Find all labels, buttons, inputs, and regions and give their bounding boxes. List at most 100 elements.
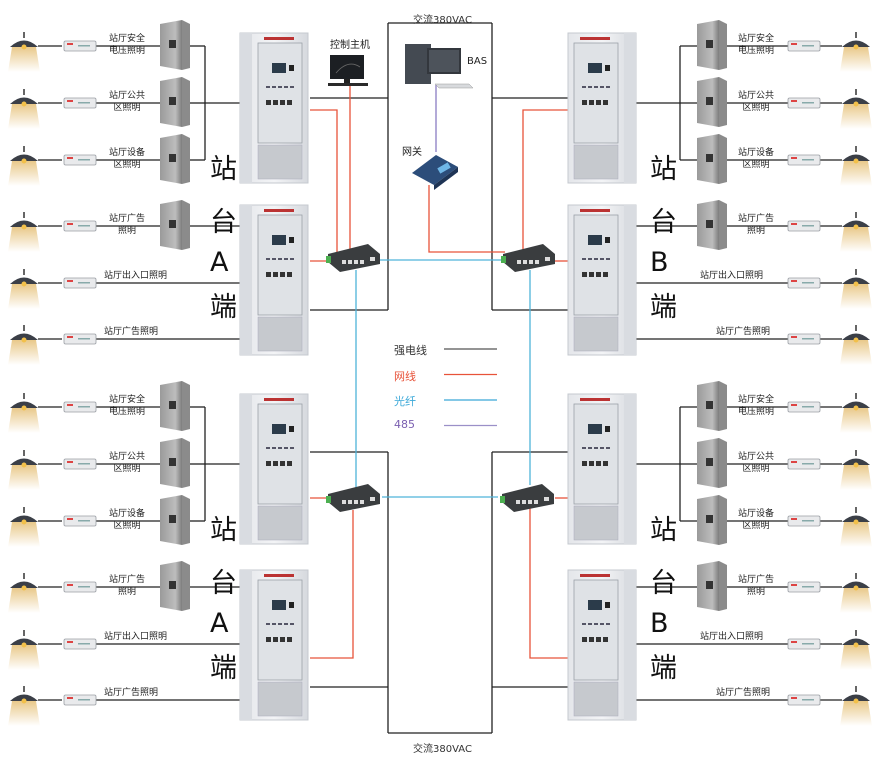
side-a-title-char: A [210,608,229,639]
lamp-light-cone [840,47,872,72]
driver-label [802,45,814,47]
cabinet-breaker [596,461,601,466]
circuit-label: 站厅安全电压照明 [104,394,150,418]
lighting-control-cabinet-icon [567,569,637,721]
legend-power-label: 强电线 [394,344,427,357]
lamp-bulb [21,642,27,648]
cabinet-switch [605,65,610,71]
circuit-label-line1: 站厅出入口照明 [700,632,764,642]
lamp-shade [10,333,38,340]
pendant-lamp-icon [8,450,40,490]
pc-keyboard [434,83,474,89]
box-window [169,97,176,105]
driver-brand [67,584,73,586]
cabinet-panel [257,42,303,144]
circuit-label-line1: 站厅安全 [737,395,774,405]
lighting-control-cabinet-icon [239,204,309,356]
ethernet-switch-icon [500,484,554,512]
box-window [169,220,176,228]
circuit-label-line2: 区照明 [113,160,141,170]
driver-label [78,586,90,588]
pendant-lamp-icon [840,89,872,129]
pendant-lamp-icon [840,630,872,670]
side-a-title-char: 站 [210,515,237,546]
driver-brand [67,518,73,520]
ethernet-switch-icon [326,244,380,272]
driver-label [802,102,814,104]
switch-port [348,260,352,264]
lamp-shade [10,458,38,465]
driver-label [802,282,814,284]
cabinet-breaker [273,637,278,642]
cabinet-indicator [278,86,282,88]
side-b-title-char: 站 [650,515,677,546]
distribution-box-icon [697,77,727,127]
led-driver-icon [787,277,821,289]
led-driver-icon [63,277,97,289]
driver-brand [791,641,797,643]
lamp-light-cone [840,701,872,726]
pendant-lamp-icon [840,573,872,613]
side-b-title-char: 站 [650,154,677,185]
lighting-control-cabinet-icon [567,393,637,545]
lamp-shade [842,277,870,284]
circuit-label-line2: 电压照明 [737,407,774,417]
cabinet-panel [257,579,303,681]
cabinet-breaker [582,272,587,277]
cabinet-indicator [278,447,282,449]
cabinet-breaker [603,461,608,466]
switch-uplink-port [544,497,549,501]
cabinet-indicator [284,447,288,449]
circuit-label: 站厅公共区照明 [733,451,779,475]
circuit-label-line1: 站厅设备 [108,148,145,158]
lamp-light-cone [8,465,40,490]
driver-label [802,338,814,340]
led-driver-icon [787,581,821,593]
lamp-shade [10,638,38,645]
cabinet-indicator [600,258,604,260]
driver-label [78,520,90,522]
lamp-bulb [853,158,859,164]
lamp-bulb [853,642,859,648]
pendant-lamp-icon [840,212,872,252]
wires-layer [38,22,842,734]
circuit-label: 站厅广告照明 [104,326,158,338]
lamp-bulb [21,337,27,343]
circuit-label: 站厅广告照明 [104,687,158,699]
lamp-light-cone [840,104,872,129]
circuit-label-line1: 站厅设备 [737,509,774,519]
lamp-bulb [853,44,859,50]
pendant-lamp-icon [8,630,40,670]
led-driver-icon [787,97,821,109]
cabinet-indicator [582,447,586,449]
lamp-bulb [853,337,859,343]
cabinet-touchscreen [588,600,602,610]
gateway-edge [434,167,458,190]
cabinet-touchscreen [272,600,286,610]
driver-label [78,643,90,645]
lamp-bulb [853,698,859,704]
cabinet-indicator [266,86,270,88]
host-keyboard [328,83,368,86]
distribution-box-icon [160,20,190,70]
driver-brand [67,280,73,282]
box-side [182,134,190,184]
cabinet-indicator [588,86,592,88]
circuit-label-line1: 站厅设备 [737,148,774,158]
switch-port [516,500,520,504]
lamp-light-cone [8,645,40,670]
cabinet-indicator [582,86,586,88]
cabinet-nameplate [264,209,294,212]
switch-terminal [326,496,331,503]
side-a-title-char: 台 [210,568,237,599]
pendant-lamp-icon [8,212,40,252]
cabinet-side [240,33,252,183]
legend-network-label: 网线 [394,370,416,383]
circuit-label: 站厅安全电压照明 [733,33,779,57]
lamp-shade [10,581,38,588]
cabinet-breaker [287,100,292,105]
box-window [706,581,713,589]
cabinet-touchscreen [272,63,286,73]
cabinet-indicator [600,447,604,449]
